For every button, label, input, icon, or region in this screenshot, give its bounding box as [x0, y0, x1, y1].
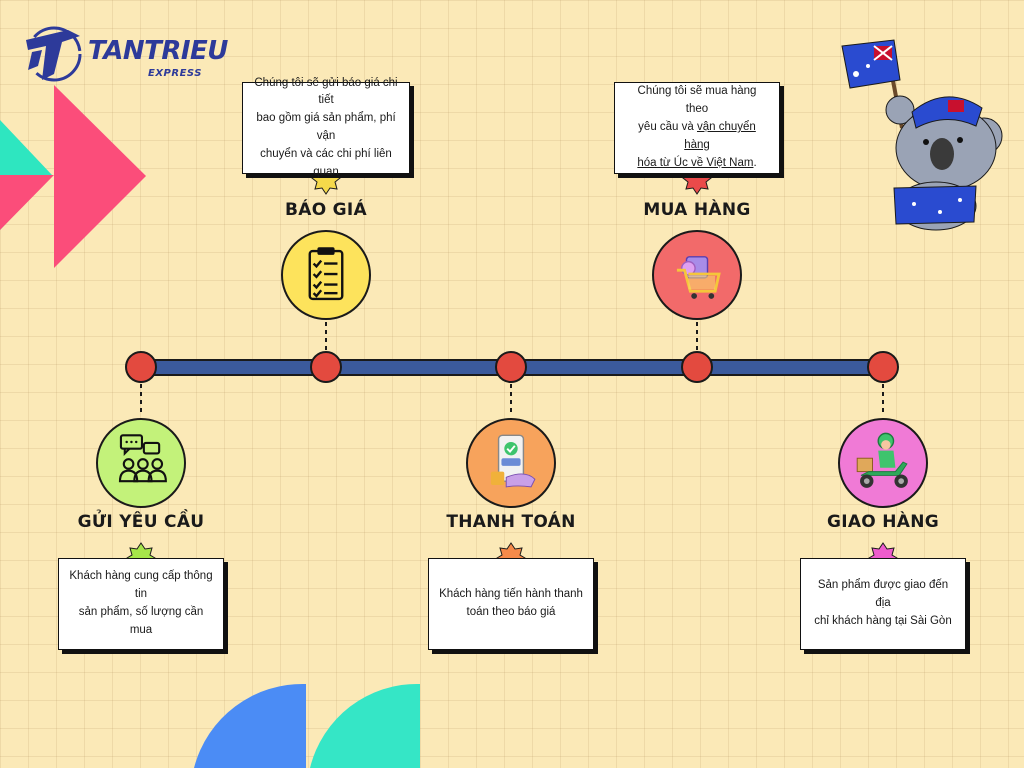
timeline-node [125, 351, 157, 383]
desc-line: chỉ khách hàng tại Sài Gòn [814, 614, 952, 627]
timeline-node [681, 351, 713, 383]
plane-logo-icon [26, 26, 82, 82]
step-title-thanh-toan: THANH TOÁN [446, 512, 576, 532]
group-chat-icon [118, 434, 167, 483]
desc-line: sản phẩm, số lượng cần mua [78, 606, 204, 636]
icon-circle-mua-hang [652, 230, 742, 320]
info-box-gui-yeu-cau: Khách hàng cung cấp thông tin sản phẩm, … [58, 558, 224, 650]
step-title-mua-hang: MUA HÀNG [643, 200, 751, 220]
info-box-thanh-toan: Khách hàng tiến hành thanh toán theo báo… [428, 558, 594, 650]
icon-circle-thanh-toan [466, 418, 556, 508]
phone-pay-icon [490, 434, 536, 488]
timeline-node [495, 351, 527, 383]
info-box-bao-gia: Chúng tôi sẽ gửi báo giá chi tiết bao gồ… [242, 77, 410, 178]
delivery-scooter-icon [856, 432, 908, 488]
desc-link[interactable]: vận chuyển hàng [684, 121, 756, 151]
teal-quarter-circle [310, 683, 420, 768]
pink-triangle-small [0, 175, 54, 230]
desc-line: Khách hàng tiến hành thanh [439, 588, 583, 601]
desc-line: hóa từ Úc về Việt Nam. [625, 155, 769, 173]
blue-quarter-circle [194, 683, 306, 768]
info-box-giao-hang: Sản phẩm được giao đến địa chỉ khách hàn… [800, 558, 966, 650]
icon-circle-bao-gia [281, 230, 371, 320]
brand-name: TANTRIEU [88, 36, 228, 66]
desc-line: toán theo báo giá [466, 606, 556, 618]
desc-line: bao gồm giá sản phẩm, phí vận [256, 112, 396, 142]
timeline-node [310, 351, 342, 383]
info-box-mua-hang: Chúng tôi sẽ mua hàng theo yêu cầu và vậ… [614, 82, 780, 174]
desc-text: . [753, 156, 757, 169]
timeline-node [867, 351, 899, 383]
icon-circle-gui-yeu-cau [96, 418, 186, 508]
desc-line: Khách hàng cung cấp thông tin [69, 570, 213, 601]
desc-line: Chúng tôi sẽ gửi báo giá chi tiết [254, 76, 398, 107]
desc-line: chuyển và các chi phí liên quan [260, 147, 392, 178]
step-title-gui-yeu-cau: GỬI YÊU CẦU [77, 512, 205, 532]
step-title-bao-gia: BÁO GIÁ [284, 200, 368, 220]
desc-link[interactable]: hóa từ Úc về Việt Nam [637, 156, 754, 169]
desc-text: yêu cầu và [638, 121, 697, 134]
step-title-giao-hang: GIAO HÀNG [826, 512, 940, 532]
koala-flag-icon [841, 39, 1003, 231]
shopping-cart-icon [676, 256, 721, 299]
desc-line: yêu cầu và vận chuyển hàng [625, 119, 769, 155]
icon-circle-giao-hang [838, 418, 928, 508]
pink-triangle-large [54, 85, 146, 268]
brand-sub: EXPRESS [148, 68, 202, 79]
desc-line: Sản phẩm được giao đến địa [817, 579, 949, 610]
clipboard-checklist-icon [308, 247, 344, 301]
brand-logo: TANTRIEU EXPRESS [18, 22, 228, 86]
desc-line: Chúng tôi sẽ mua hàng theo [637, 85, 757, 116]
